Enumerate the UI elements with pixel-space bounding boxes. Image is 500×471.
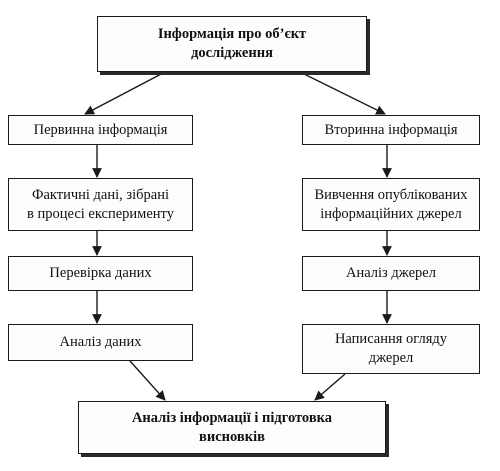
node-primary-information: Первинна інформація: [8, 115, 193, 145]
node-data-verification: Перевірка даних: [8, 256, 193, 291]
arrow-left-to-bottom: [129, 360, 166, 401]
node-data-analysis-label: Аналіз даних: [59, 334, 142, 351]
arrow-top-to-secondary: [299, 71, 386, 115]
node-data-verification-label: Перевірка даних: [49, 265, 152, 282]
node-factual-data-label: Фактичні дані, зібрані в процесі експери…: [27, 186, 174, 222]
node-primary-information-label: Первинна інформація: [33, 121, 168, 138]
root-node-object-information: Інформація про об’єкт дослідження: [97, 16, 367, 72]
node-secondary-information: Вторинна інформація: [302, 115, 480, 145]
node-study-published-sources-label: Вивчення опублікованих інформаційних дже…: [314, 186, 468, 222]
node-study-published-sources: Вивчення опублікованих інформаційних дже…: [302, 178, 480, 231]
node-writing-source-review-label: Написання огляду джерел: [334, 331, 448, 366]
arrow-top-to-primary: [84, 71, 166, 115]
root-node-label: Інформація про об’єкт дослідження: [157, 26, 307, 61]
bottom-node-analysis-and-conclusions: Аналіз інформації і підготовка висновків: [78, 401, 386, 454]
node-source-analysis: Аналіз джерел: [302, 256, 480, 291]
node-factual-data: Фактичні дані, зібрані в процесі експери…: [8, 178, 193, 231]
node-data-analysis: Аналіз даних: [8, 324, 193, 361]
node-writing-source-review: Написання огляду джерел: [302, 324, 480, 374]
node-source-analysis-label: Аналіз джерел: [346, 265, 436, 282]
bottom-node-label: Аналіз інформації і підготовка висновків: [131, 409, 333, 445]
node-secondary-information-label: Вторинна інформація: [324, 121, 458, 138]
arrow-right-to-bottom: [314, 373, 346, 401]
